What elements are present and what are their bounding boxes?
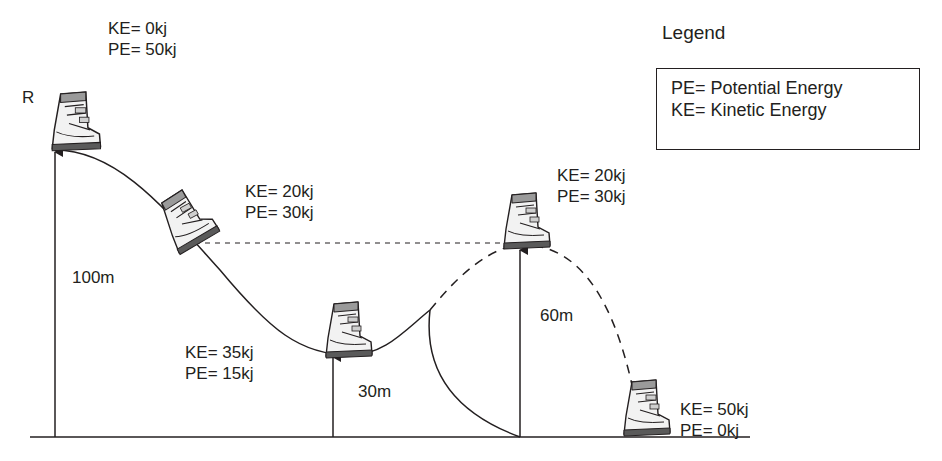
ski-boot bbox=[504, 193, 550, 249]
energy-value: KE= 35kj bbox=[185, 343, 254, 363]
ski-boot bbox=[154, 183, 221, 254]
height-dimension: 60m bbox=[540, 306, 573, 326]
cliff-edge bbox=[429, 310, 520, 437]
energy-value: PE= 0kj bbox=[680, 421, 739, 441]
ski-boot bbox=[326, 302, 372, 358]
energy-value: PE= 15kj bbox=[185, 364, 254, 384]
legend-entry: KE= Kinetic Energy bbox=[671, 99, 905, 121]
energy-value: KE= 20kj bbox=[245, 182, 314, 202]
energy-value: KE= 50kj bbox=[680, 400, 749, 420]
height-dimension: 100m bbox=[72, 268, 115, 288]
jump-trajectory bbox=[430, 245, 632, 385]
equal-height-line bbox=[195, 242, 505, 243]
point-label: R bbox=[22, 88, 34, 108]
energy-value: KE= 0kj bbox=[108, 19, 167, 39]
height-arrow bbox=[519, 250, 521, 437]
legend-box: LegendPE= Potential EnergyKE= Kinetic En… bbox=[656, 22, 920, 150]
legend-title: Legend bbox=[662, 22, 920, 44]
ski-boot bbox=[52, 92, 100, 151]
height-arrow bbox=[54, 152, 56, 437]
ground-line bbox=[30, 436, 520, 438]
energy-value: PE= 50kj bbox=[108, 40, 177, 60]
energy-value: KE= 20kj bbox=[557, 166, 626, 186]
legend-entry: PE= Potential Energy bbox=[671, 77, 905, 99]
energy-value: PE= 30kj bbox=[557, 187, 626, 207]
height-dimension: 30m bbox=[358, 382, 391, 402]
ski-boot bbox=[624, 380, 670, 436]
ski-slope bbox=[55, 150, 430, 355]
legend-frame: PE= Potential EnergyKE= Kinetic Energy bbox=[656, 68, 920, 150]
energy-value: PE= 30kj bbox=[245, 203, 314, 223]
height-arrow bbox=[332, 357, 334, 437]
